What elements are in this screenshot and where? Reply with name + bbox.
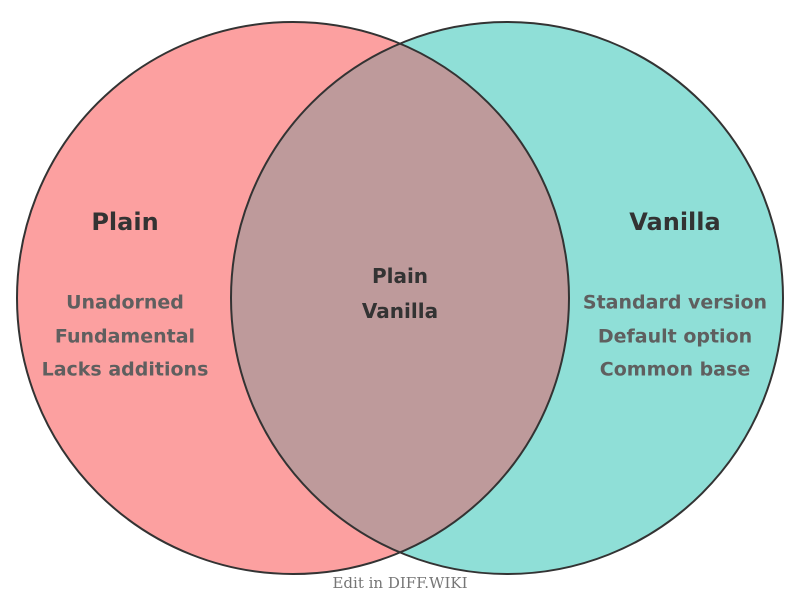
intersection-item: Plain — [371, 264, 429, 288]
right-set-item: Default option — [597, 325, 753, 348]
intersection-item: Vanilla — [361, 299, 439, 323]
intersection-lens — [231, 43, 569, 553]
right-set-title: Vanilla — [629, 208, 721, 236]
edit-in-diff-wiki-link[interactable]: Edit in DIFF.WIKI — [332, 574, 468, 592]
left-set-item: Lacks additions — [41, 358, 209, 381]
left-set-item: Unadorned — [66, 291, 184, 314]
right-set-item: Standard version — [582, 291, 768, 314]
left-set-item: Fundamental — [54, 325, 196, 348]
left-set-title: Plain — [91, 208, 159, 236]
right-set-circle-outline — [230, 21, 784, 575]
left-set-circle-outline — [16, 21, 570, 575]
right-set-item: Common base — [599, 358, 751, 381]
